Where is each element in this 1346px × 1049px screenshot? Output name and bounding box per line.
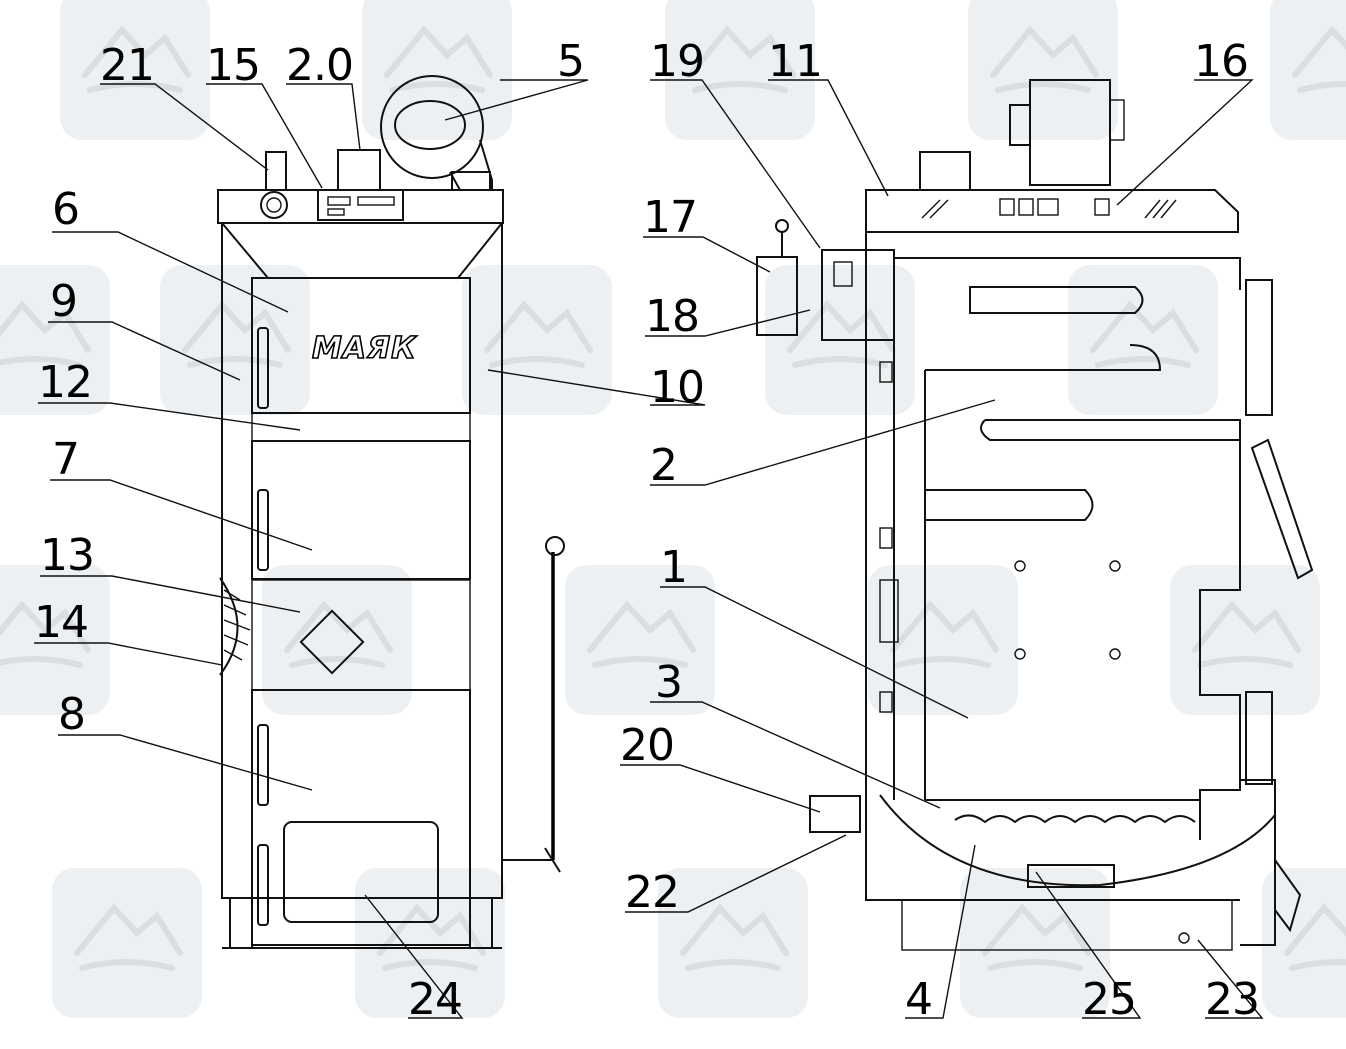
callout-11: 11 [768, 36, 822, 87]
thermometer-gauge [260, 191, 288, 219]
watermark-mark [74, 903, 183, 971]
watermark-mark [1090, 300, 1199, 368]
callout-5: 5 [557, 36, 584, 87]
watermark-mark [284, 600, 393, 668]
watermark-mark [787, 300, 896, 368]
rear-door-angled [1250, 438, 1314, 580]
callout-3: 3 [655, 657, 682, 708]
watermark-tile [565, 565, 715, 715]
callout-22: 22 [625, 867, 679, 918]
watermark-tile [262, 565, 412, 715]
callout-9: 9 [50, 276, 77, 327]
grate-teeth [954, 814, 1196, 824]
callout-19: 19 [650, 36, 704, 87]
watermark-mark [587, 600, 696, 668]
rear-door-upper [1245, 279, 1273, 416]
front-body [221, 222, 503, 899]
return-pipe [809, 795, 861, 833]
callout-2-0: 2.0 [286, 40, 353, 91]
door-handle [257, 327, 269, 409]
watermark-tile [362, 0, 512, 140]
middle-door [251, 440, 471, 580]
front-callouts: 21 15 2.0 5 6 9 12 10 7 13 14 8 24 [34, 36, 705, 1025]
flue-damper [756, 256, 798, 336]
callout-8: 8 [58, 689, 85, 740]
fan-housing [380, 75, 484, 179]
callout-13: 13 [40, 530, 94, 581]
watermark-mark [182, 300, 291, 368]
watermark-mark [982, 903, 1091, 971]
logo-emblem [299, 609, 365, 675]
sensor-housing [337, 149, 381, 191]
cleaning-plate [283, 821, 439, 923]
side-callouts: 19 11 16 17 18 2 1 3 20 22 4 25 23 [620, 36, 1260, 1025]
watermark-tile [52, 868, 202, 1018]
watermark-tile [0, 565, 110, 715]
callout-2: 2 [650, 440, 677, 491]
watermark-tile [665, 0, 815, 140]
watermark-layer [0, 0, 1346, 1018]
watermark-tile [658, 868, 808, 1018]
watermark-mark [0, 600, 91, 668]
heat-exchanger [924, 344, 1162, 800]
leader-lines [34, 79, 1264, 1019]
watermark-tile [1270, 0, 1346, 140]
brand-label: МАЯК [312, 331, 417, 366]
callout-23: 23 [1205, 974, 1259, 1025]
callout-21: 21 [100, 40, 154, 91]
watermark-mark [990, 25, 1099, 93]
callout-18: 18 [645, 291, 699, 342]
watermark-tile [1068, 265, 1218, 415]
watermark-mark [890, 600, 999, 668]
callout-10: 10 [650, 362, 704, 413]
callout-25: 25 [1082, 974, 1136, 1025]
callout-24: 24 [408, 974, 462, 1025]
callout-6: 6 [52, 184, 79, 235]
watermark-tile [462, 265, 612, 415]
watermark-mark [687, 25, 796, 93]
watermark-tile [160, 265, 310, 415]
watermark-mark [1192, 600, 1301, 668]
watermark-tile [868, 565, 1018, 715]
callout-17: 17 [643, 192, 697, 243]
watermark-tile [355, 868, 505, 1018]
watermark-mark [0, 300, 91, 368]
air-mesh [219, 577, 239, 676]
front-view: МАЯК [217, 75, 565, 949]
callout-16: 16 [1194, 36, 1248, 87]
watermark-mark [680, 903, 789, 971]
watermark-tile [960, 868, 1110, 1018]
watermark-tile [0, 265, 110, 415]
ash-door [251, 689, 471, 946]
callout-14: 14 [34, 597, 88, 648]
callout-20: 20 [620, 720, 674, 771]
callout-7: 7 [52, 434, 79, 485]
watermark-mark [384, 25, 493, 93]
callout-15: 15 [206, 40, 260, 91]
callout-12: 12 [38, 357, 92, 408]
watermark-tile [60, 0, 210, 140]
ash-pan [879, 794, 1276, 887]
callout-4: 4 [905, 974, 932, 1025]
watermark-tile [968, 0, 1118, 140]
watermark-tile [1170, 565, 1320, 715]
side-view [756, 79, 1314, 951]
top-cover [865, 189, 1239, 233]
rear-door-lower [1245, 691, 1273, 785]
fitting-21 [265, 151, 287, 191]
watermark-mark [1292, 25, 1346, 93]
watermark-mark [1284, 903, 1346, 971]
callout-1: 1 [660, 542, 687, 593]
